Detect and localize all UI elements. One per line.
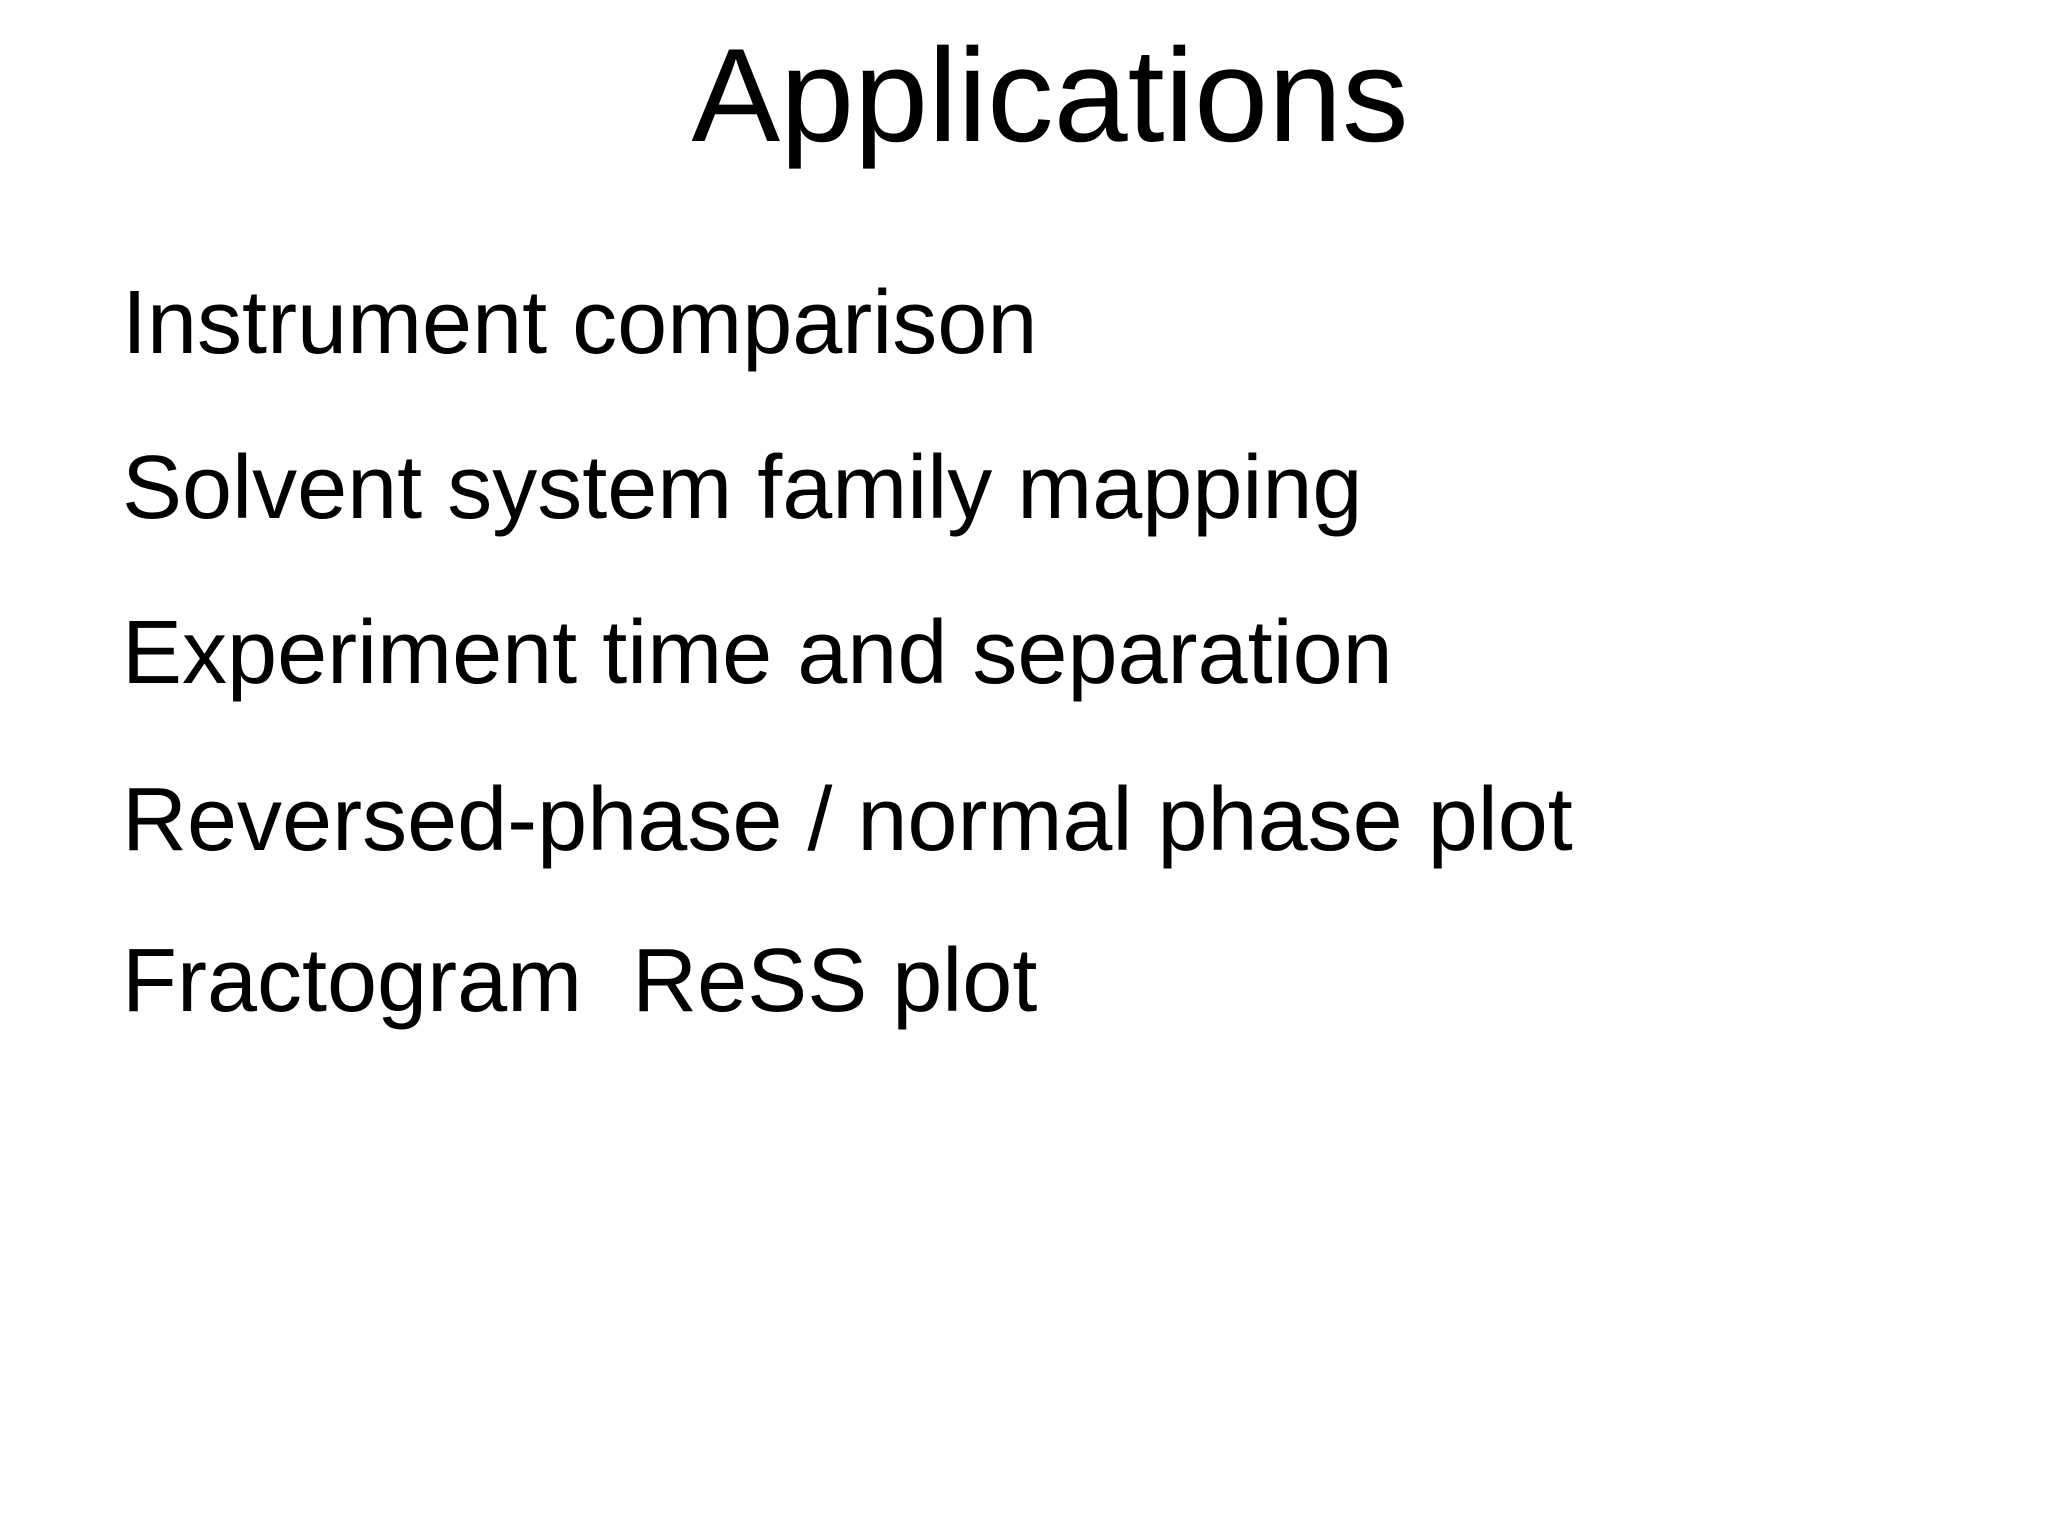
list-item-reversed-phase-normal-phase-plot: Reversed-phase / normal phase plot — [122, 770, 1573, 870]
list-item-solvent-system-family-mapping: Solvent system family mapping — [122, 438, 1363, 538]
list-item-experiment-time-and-separation: Experiment time and separation — [122, 603, 1393, 703]
list-item-instrument-comparison: Instrument comparison — [122, 273, 1038, 373]
list-item-fractogram-ress-plot: Fractogram ReSS plot — [122, 931, 1038, 1031]
slide-title: Applications — [691, 22, 1409, 170]
